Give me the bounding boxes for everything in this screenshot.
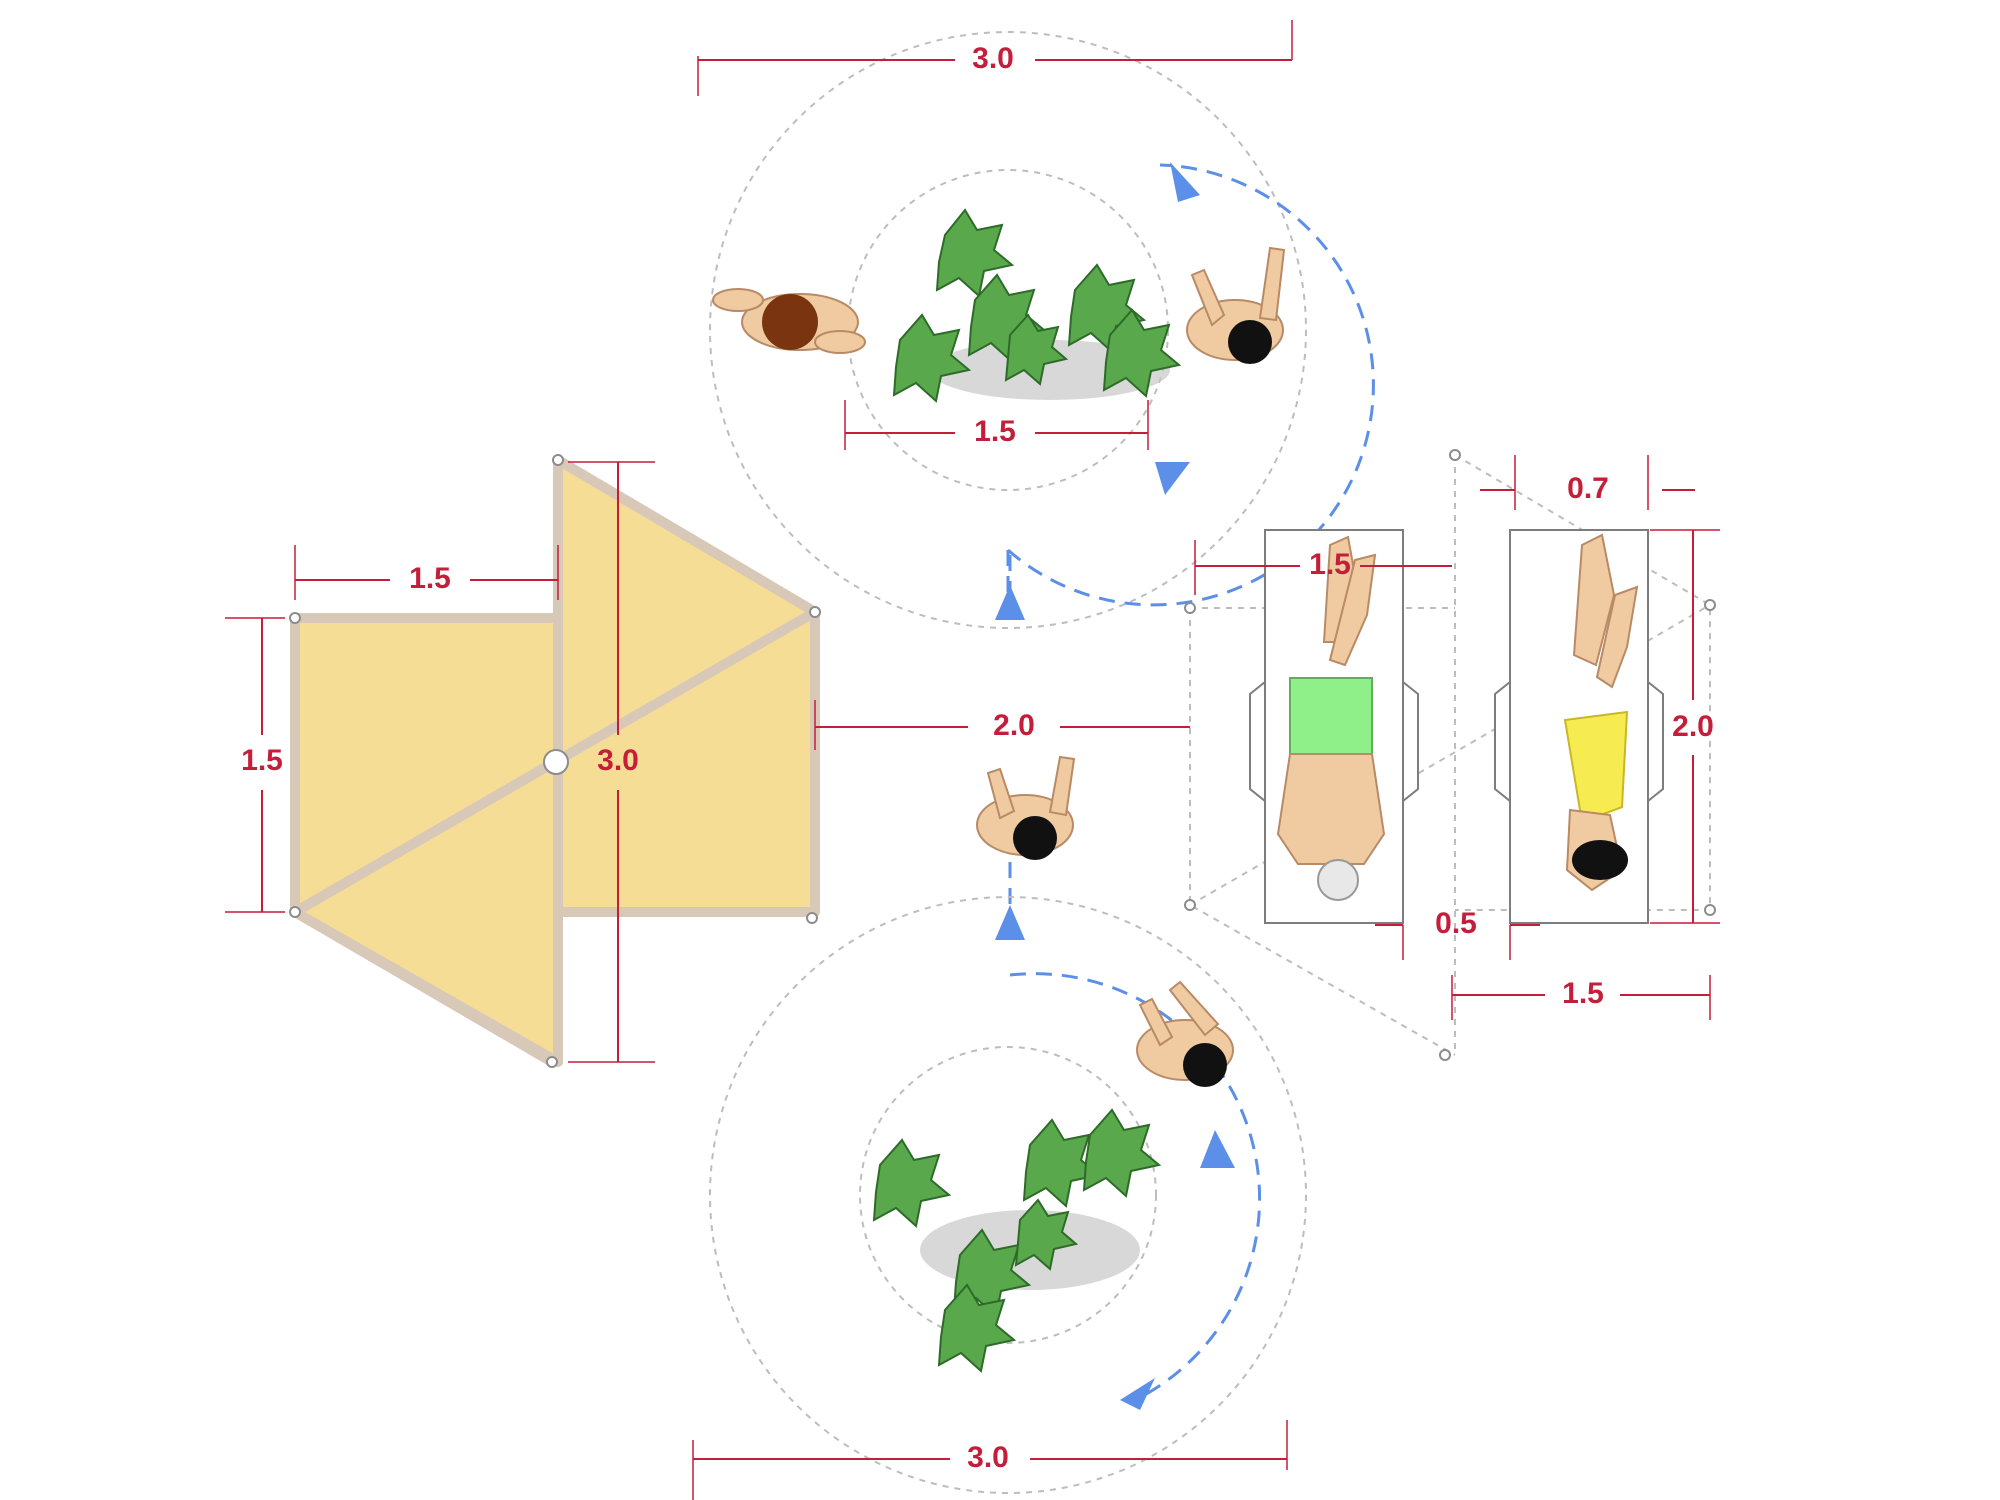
direction-arrow-icon (1170, 162, 1200, 202)
lounger-pair-span-dimension: 1.5 (1451, 975, 1711, 1020)
clearance-dimension: 2.0 (814, 700, 1190, 750)
direction-arrow-icon (995, 585, 1025, 620)
lounger-zone: 0.7 1.5 2.0 0.5 1.5 (1184, 449, 1720, 1061)
canopy-width-dimension: 1.5 (294, 545, 559, 600)
lounger-pair-span-label: 1.5 (1562, 977, 1604, 1010)
person-icon (1276, 535, 1386, 901)
canopy-height-dimension: 1.5 (225, 617, 285, 913)
bottom-span-dimension: 3.0 (692, 1420, 1288, 1500)
person-icon (1136, 980, 1234, 1087)
umbrella-hub (543, 749, 569, 775)
bottom-planter-zone: 3.0 (692, 896, 1307, 1500)
canopy-total-dimension: 3.0 (568, 461, 655, 1063)
bottom-circulation-path (1009, 972, 1262, 1402)
direction-arrow-icon (995, 905, 1025, 940)
person-icon (1186, 246, 1286, 364)
canopy-width-label: 1.5 (409, 562, 451, 595)
center-circulation: 2.0 (814, 555, 1190, 940)
person-icon (1563, 533, 1639, 892)
direction-arrow-icon (1200, 1130, 1235, 1168)
bottom-inner-guide-circle (859, 1046, 1157, 1344)
direction-arrow-icon (1155, 462, 1190, 495)
lounger-length-dimension: 2.0 (1650, 529, 1720, 924)
lounger-gap-label: 0.5 (1435, 907, 1477, 940)
person-icon (712, 288, 866, 354)
top-plant-width-dimension: 1.5 (844, 400, 1149, 450)
lounger-gap-dimension: 0.5 (1375, 907, 1540, 960)
lounger-span-label: 1.5 (1309, 548, 1351, 581)
canopy-total-label: 3.0 (597, 744, 639, 777)
lounger-span-dimension: 1.5 (1194, 540, 1452, 595)
top-plant-width-label: 1.5 (974, 415, 1016, 448)
sun-lounger-icon (1249, 529, 1419, 924)
sun-lounger-icon (1494, 529, 1664, 924)
bottom-span-label: 3.0 (967, 1441, 1009, 1474)
lounger-width-dimension: 0.7 (1480, 455, 1695, 510)
top-planter-zone: 3.0 1.5 (697, 20, 1375, 629)
direction-arrow-icon (1120, 1378, 1155, 1410)
top-circulation-path (1007, 163, 1375, 607)
canopy-height-label: 1.5 (241, 744, 283, 777)
top-span-dimension: 3.0 (697, 20, 1293, 96)
lounger-width-label: 0.7 (1567, 472, 1609, 505)
plant-icon (892, 208, 1182, 403)
plant-icon (872, 1108, 1162, 1373)
clearance-label: 2.0 (993, 709, 1035, 742)
person-icon (976, 755, 1076, 860)
bottom-outer-guide-circle (709, 896, 1307, 1494)
top-outer-guide-circle (709, 31, 1307, 629)
top-span-label: 3.0 (972, 42, 1014, 75)
umbrella-canopy-icon: 1.5 1.5 3.0 (225, 454, 821, 1068)
lounger-length-label: 2.0 (1672, 710, 1714, 743)
